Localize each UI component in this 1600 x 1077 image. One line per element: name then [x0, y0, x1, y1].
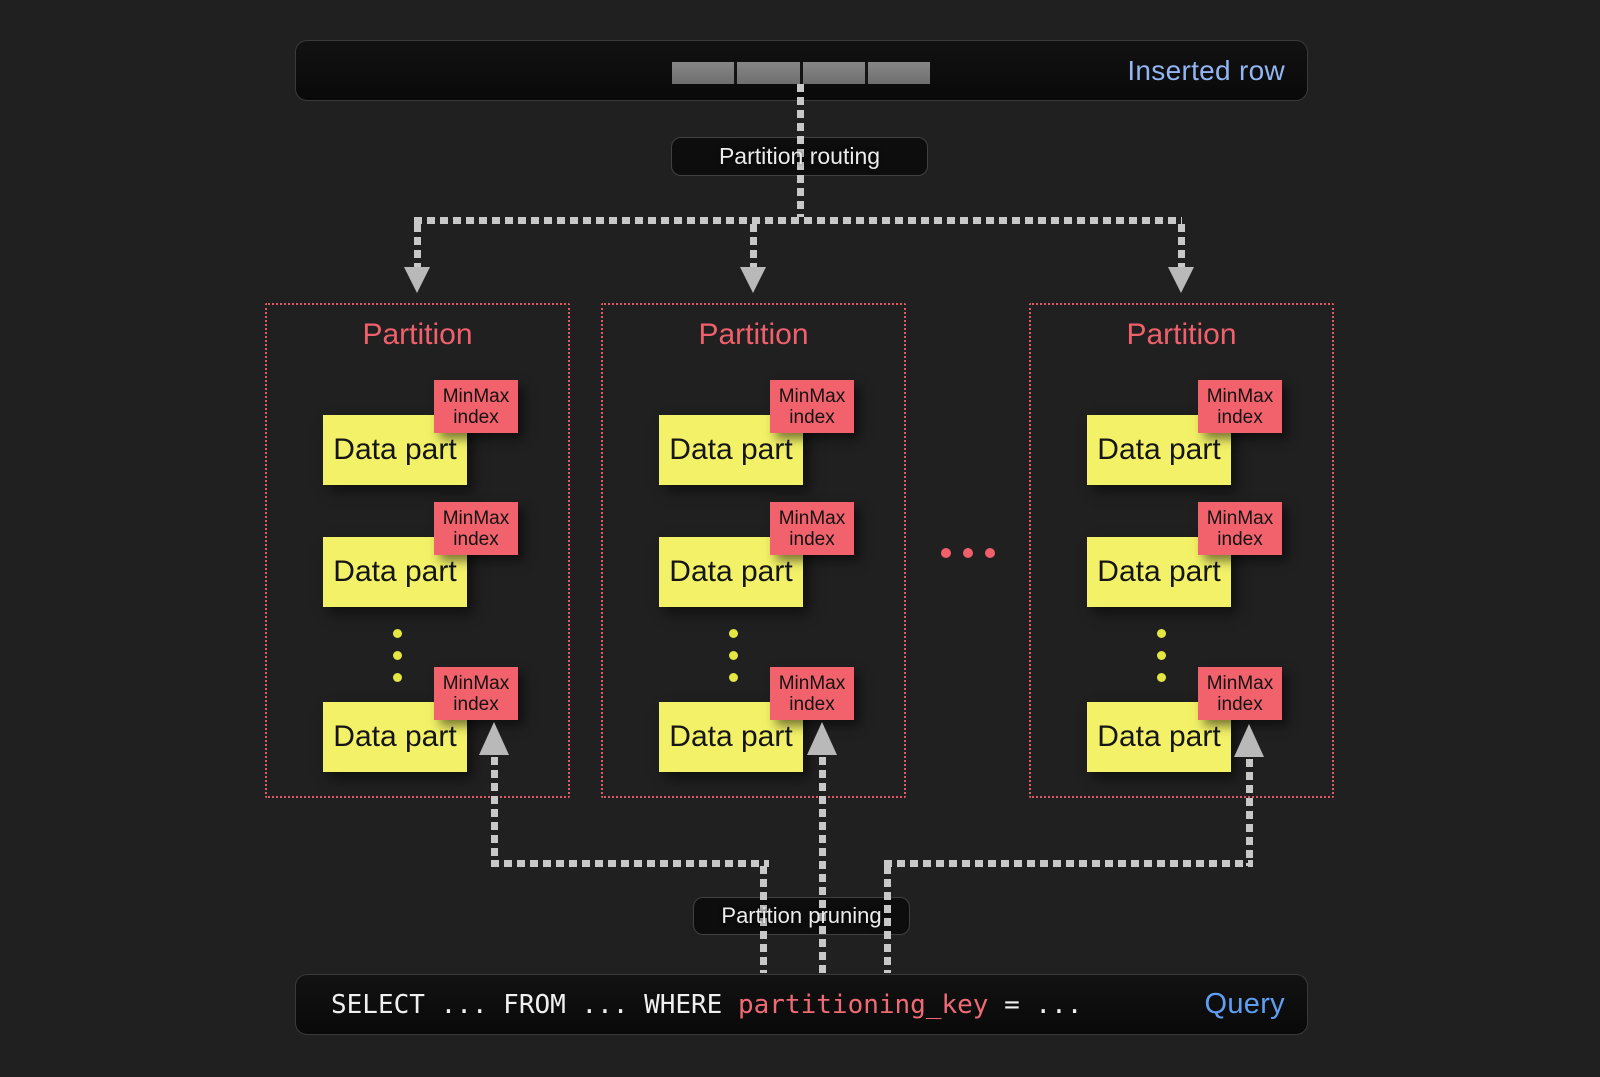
arrow-up-icon	[1234, 724, 1264, 757]
sql-query-text: SELECT ... FROM ... WHERE partitioning_k…	[331, 975, 1082, 1034]
branch-connector-right	[1178, 224, 1185, 268]
sql-before: SELECT ... FROM ... WHERE	[331, 989, 738, 1020]
inserted-row-bar: Inserted row	[295, 40, 1308, 101]
query-bar: SELECT ... FROM ... WHERE partitioning_k…	[295, 974, 1308, 1035]
pruning-connector-left-v	[491, 757, 498, 866]
arrow-down-icon	[1168, 267, 1194, 293]
minmax-index-tag: MinMax index	[434, 502, 518, 555]
more-partitions-ellipsis	[941, 548, 995, 558]
row-cell	[802, 62, 868, 84]
data-part: Data part	[659, 415, 803, 485]
sql-after: = ...	[988, 989, 1083, 1020]
routing-connector-line	[797, 84, 804, 217]
pruning-connector-right-v	[1246, 759, 1253, 866]
inserted-row-label: Inserted row	[1127, 54, 1285, 86]
row-cell	[737, 62, 803, 84]
pruning-stub-left	[760, 866, 767, 973]
query-label: Query	[1204, 988, 1285, 1020]
branch-connector-center	[750, 224, 757, 268]
arrow-down-icon	[740, 267, 766, 293]
partition-title: Partition	[1126, 318, 1237, 351]
pruning-connector-left-h	[491, 860, 769, 867]
more-parts-ellipsis	[729, 629, 738, 695]
data-part: Data part	[659, 537, 803, 607]
pruning-connector-center	[819, 757, 826, 973]
partition-pruning-pill	[693, 897, 910, 935]
partition-box-3: Partition Data part MinMax index Data pa…	[1029, 303, 1334, 798]
partition-title: Partition	[362, 318, 473, 351]
minmax-index-tag: MinMax index	[1198, 667, 1282, 720]
branch-line	[414, 217, 1182, 224]
minmax-index-tag: MinMax index	[770, 502, 854, 555]
minmax-index-tag: MinMax index	[1198, 380, 1282, 433]
sql-partitioning-key: partitioning_key	[738, 989, 989, 1020]
row-cell	[867, 62, 930, 84]
more-parts-ellipsis	[1157, 629, 1166, 695]
minmax-index-tag: MinMax index	[434, 380, 518, 433]
minmax-index-tag: MinMax index	[770, 380, 854, 433]
partition-title: Partition	[698, 318, 809, 351]
arrow-up-icon	[479, 722, 509, 755]
inserted-row-cells	[672, 62, 930, 84]
row-cell	[672, 62, 738, 84]
pruning-connector-right-h	[884, 860, 1253, 867]
minmax-index-tag: MinMax index	[1198, 502, 1282, 555]
minmax-index-tag: MinMax index	[434, 667, 518, 720]
minmax-index-tag: MinMax index	[770, 667, 854, 720]
arrow-down-icon	[404, 267, 430, 293]
more-parts-ellipsis	[393, 629, 402, 695]
partition-box-1: Partition Data part MinMax index Data pa…	[265, 303, 570, 798]
arrow-up-icon	[807, 722, 837, 755]
partition-box-2: Partition Data part MinMax index Data pa…	[601, 303, 906, 798]
branch-connector-left	[414, 224, 421, 268]
pruning-stub-right	[884, 866, 891, 973]
